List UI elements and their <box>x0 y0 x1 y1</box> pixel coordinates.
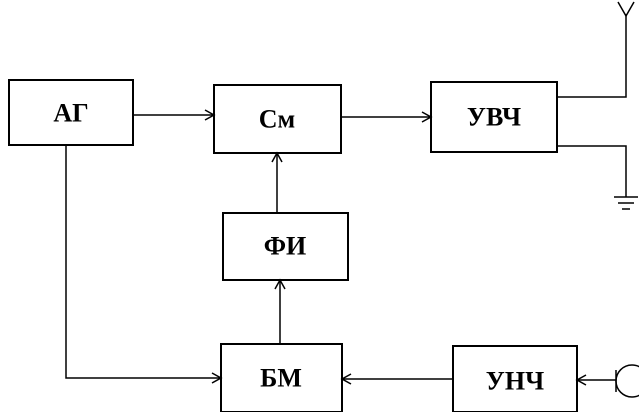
connection-fi-to-sm <box>271 151 283 213</box>
connection-ag-to-bm <box>65 145 223 384</box>
block-fi: ФИ <box>222 212 349 281</box>
connection-unch-to-bm <box>340 373 453 385</box>
block-uvch-label: УВЧ <box>467 103 521 132</box>
connection-bm-to-fi <box>274 278 286 344</box>
connection-sm-to-uvch <box>341 111 433 123</box>
block-ag-label: АГ <box>53 99 88 128</box>
connection-ag-to-sm <box>133 109 216 121</box>
block-fi-label: ФИ <box>264 232 307 261</box>
block-bm-label: БМ <box>260 364 302 393</box>
antenna-icon <box>557 1 635 98</box>
block-uvch: УВЧ <box>430 81 558 153</box>
block-sm-label: См <box>259 105 296 134</box>
block-bm: БМ <box>220 343 343 412</box>
connection-mic-to-unch <box>575 374 616 386</box>
block-ag: АГ <box>8 79 134 146</box>
microphone-icon <box>615 364 639 398</box>
block-unch-label: УНЧ <box>486 367 544 396</box>
block-sm: См <box>213 84 342 154</box>
block-unch: УНЧ <box>452 345 578 412</box>
ground-icon <box>557 145 638 210</box>
